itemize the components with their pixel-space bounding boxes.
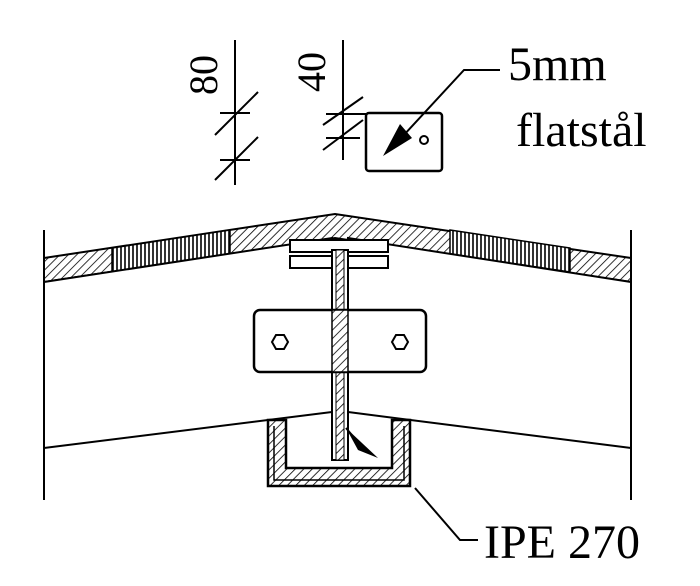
- plate-leader-arrow: [383, 69, 500, 156]
- splice-plate: [252, 308, 428, 374]
- right-bolt-icon: [390, 334, 410, 350]
- ipe-leader-line: [414, 487, 478, 541]
- left-bolt-icon: [270, 334, 290, 350]
- beam-label: IPE 270: [484, 516, 640, 569]
- plate-label-material: flatstål: [516, 104, 647, 157]
- channel-weld-arrow: [345, 427, 378, 458]
- dimension-80-label: 80: [181, 55, 226, 95]
- dimension-40: [322, 40, 368, 160]
- dimension-40-label: 40: [289, 52, 334, 92]
- dimension-80: [214, 40, 259, 185]
- plate-label-thickness: 5mm: [508, 38, 607, 91]
- bottom-channel: [266, 418, 412, 488]
